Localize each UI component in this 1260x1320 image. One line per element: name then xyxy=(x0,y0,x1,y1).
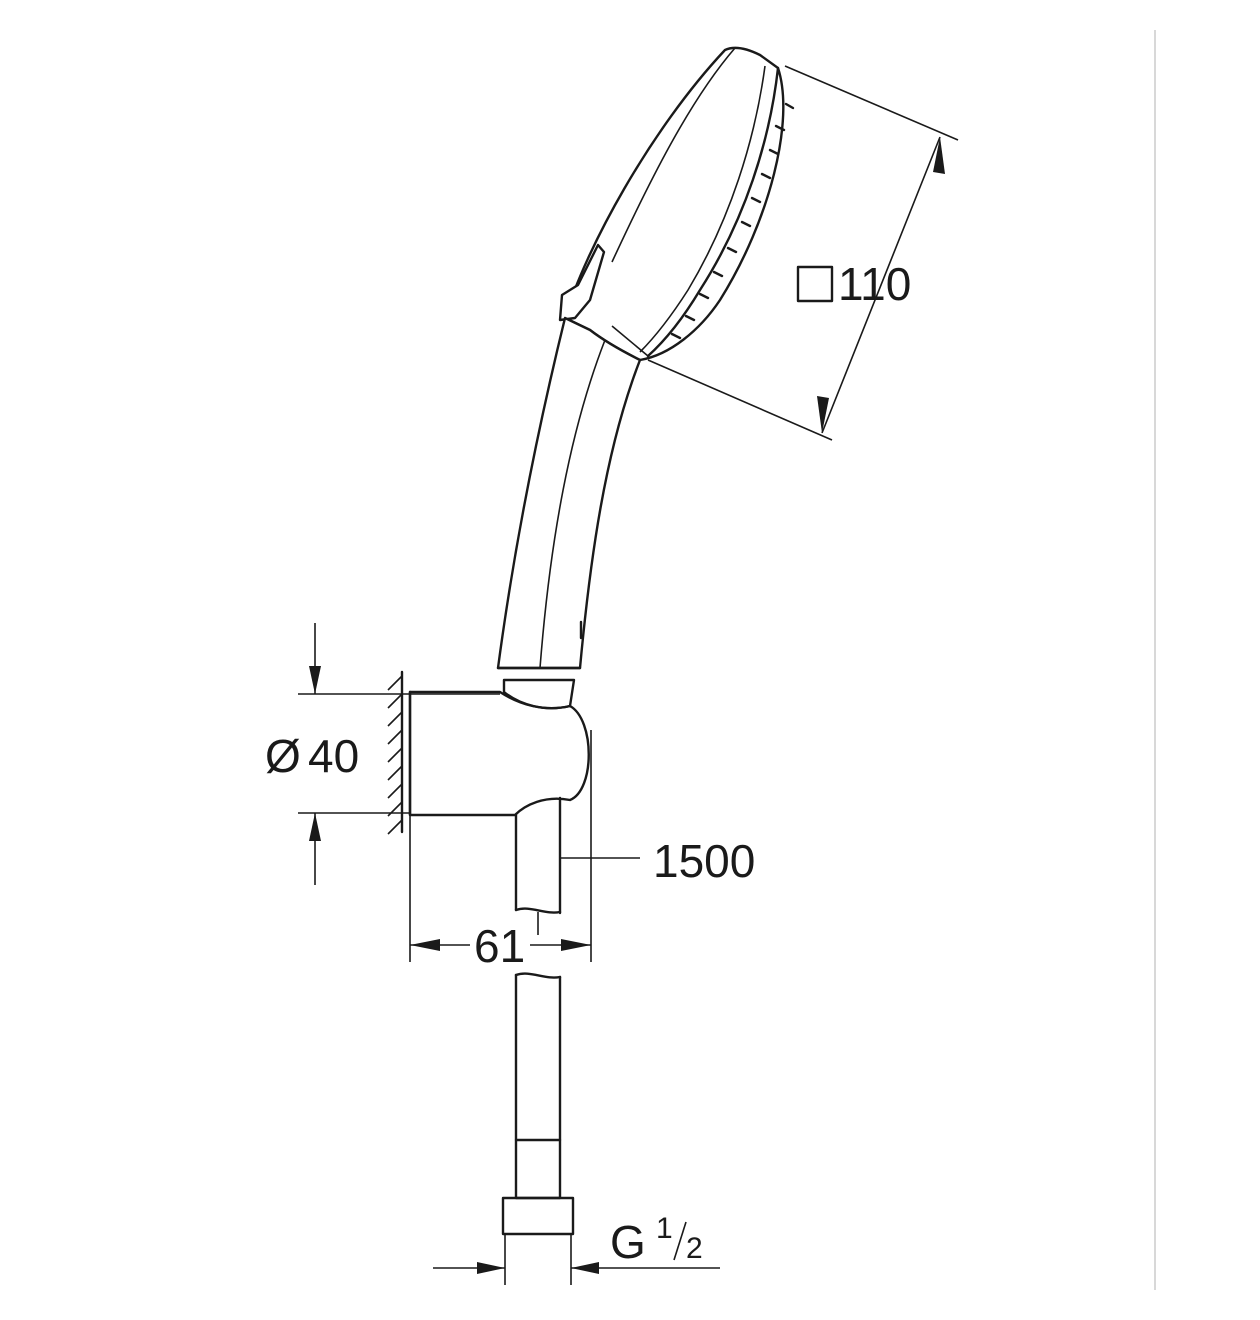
thread-denominator: 2 xyxy=(686,1232,703,1265)
diameter-symbol: Ø xyxy=(265,730,301,782)
shower-head-face xyxy=(646,66,780,358)
dimension-head-size: 110 xyxy=(647,65,959,441)
thread-numerator: 1 xyxy=(656,1212,673,1245)
holder-diameter-value: 40 xyxy=(308,730,359,782)
bottom-knurled-nut xyxy=(501,1196,575,1236)
handle-knurled-nut xyxy=(502,678,576,710)
wall-hatching xyxy=(387,675,403,835)
shower-handle-joint xyxy=(611,325,649,357)
shower-head-top-edge xyxy=(611,47,736,263)
dimension-holder-projection: 61 xyxy=(409,730,592,972)
dimension-hose-length: 1500 xyxy=(560,835,755,887)
shower-handle xyxy=(496,316,642,670)
dimension-holder-diameter: Ø 40 xyxy=(265,623,500,885)
wall-holder xyxy=(387,670,590,835)
thread-prefix: G xyxy=(610,1216,646,1268)
spray-nozzles xyxy=(670,102,795,340)
square-symbol xyxy=(796,265,834,303)
dimension-connection-thread: G 1 2 xyxy=(433,1212,720,1274)
shower-head-face-inner xyxy=(639,65,766,353)
holder-body xyxy=(408,690,590,817)
head-size-value: 110 xyxy=(838,258,911,310)
shower-handle-center-line xyxy=(539,339,606,669)
spray-selector-button xyxy=(558,243,606,322)
shower-head-outline xyxy=(563,46,785,362)
hose-break-top xyxy=(514,907,562,914)
hose-length-value: 1500 xyxy=(653,835,755,887)
thread-fraction-slash xyxy=(673,1221,687,1261)
hose-break-bottom xyxy=(514,972,562,979)
holder-projection-value: 61 xyxy=(474,920,525,972)
shower-hose xyxy=(501,796,575,1285)
hose-ferrule xyxy=(514,1138,562,1200)
hand-shower xyxy=(496,46,795,670)
